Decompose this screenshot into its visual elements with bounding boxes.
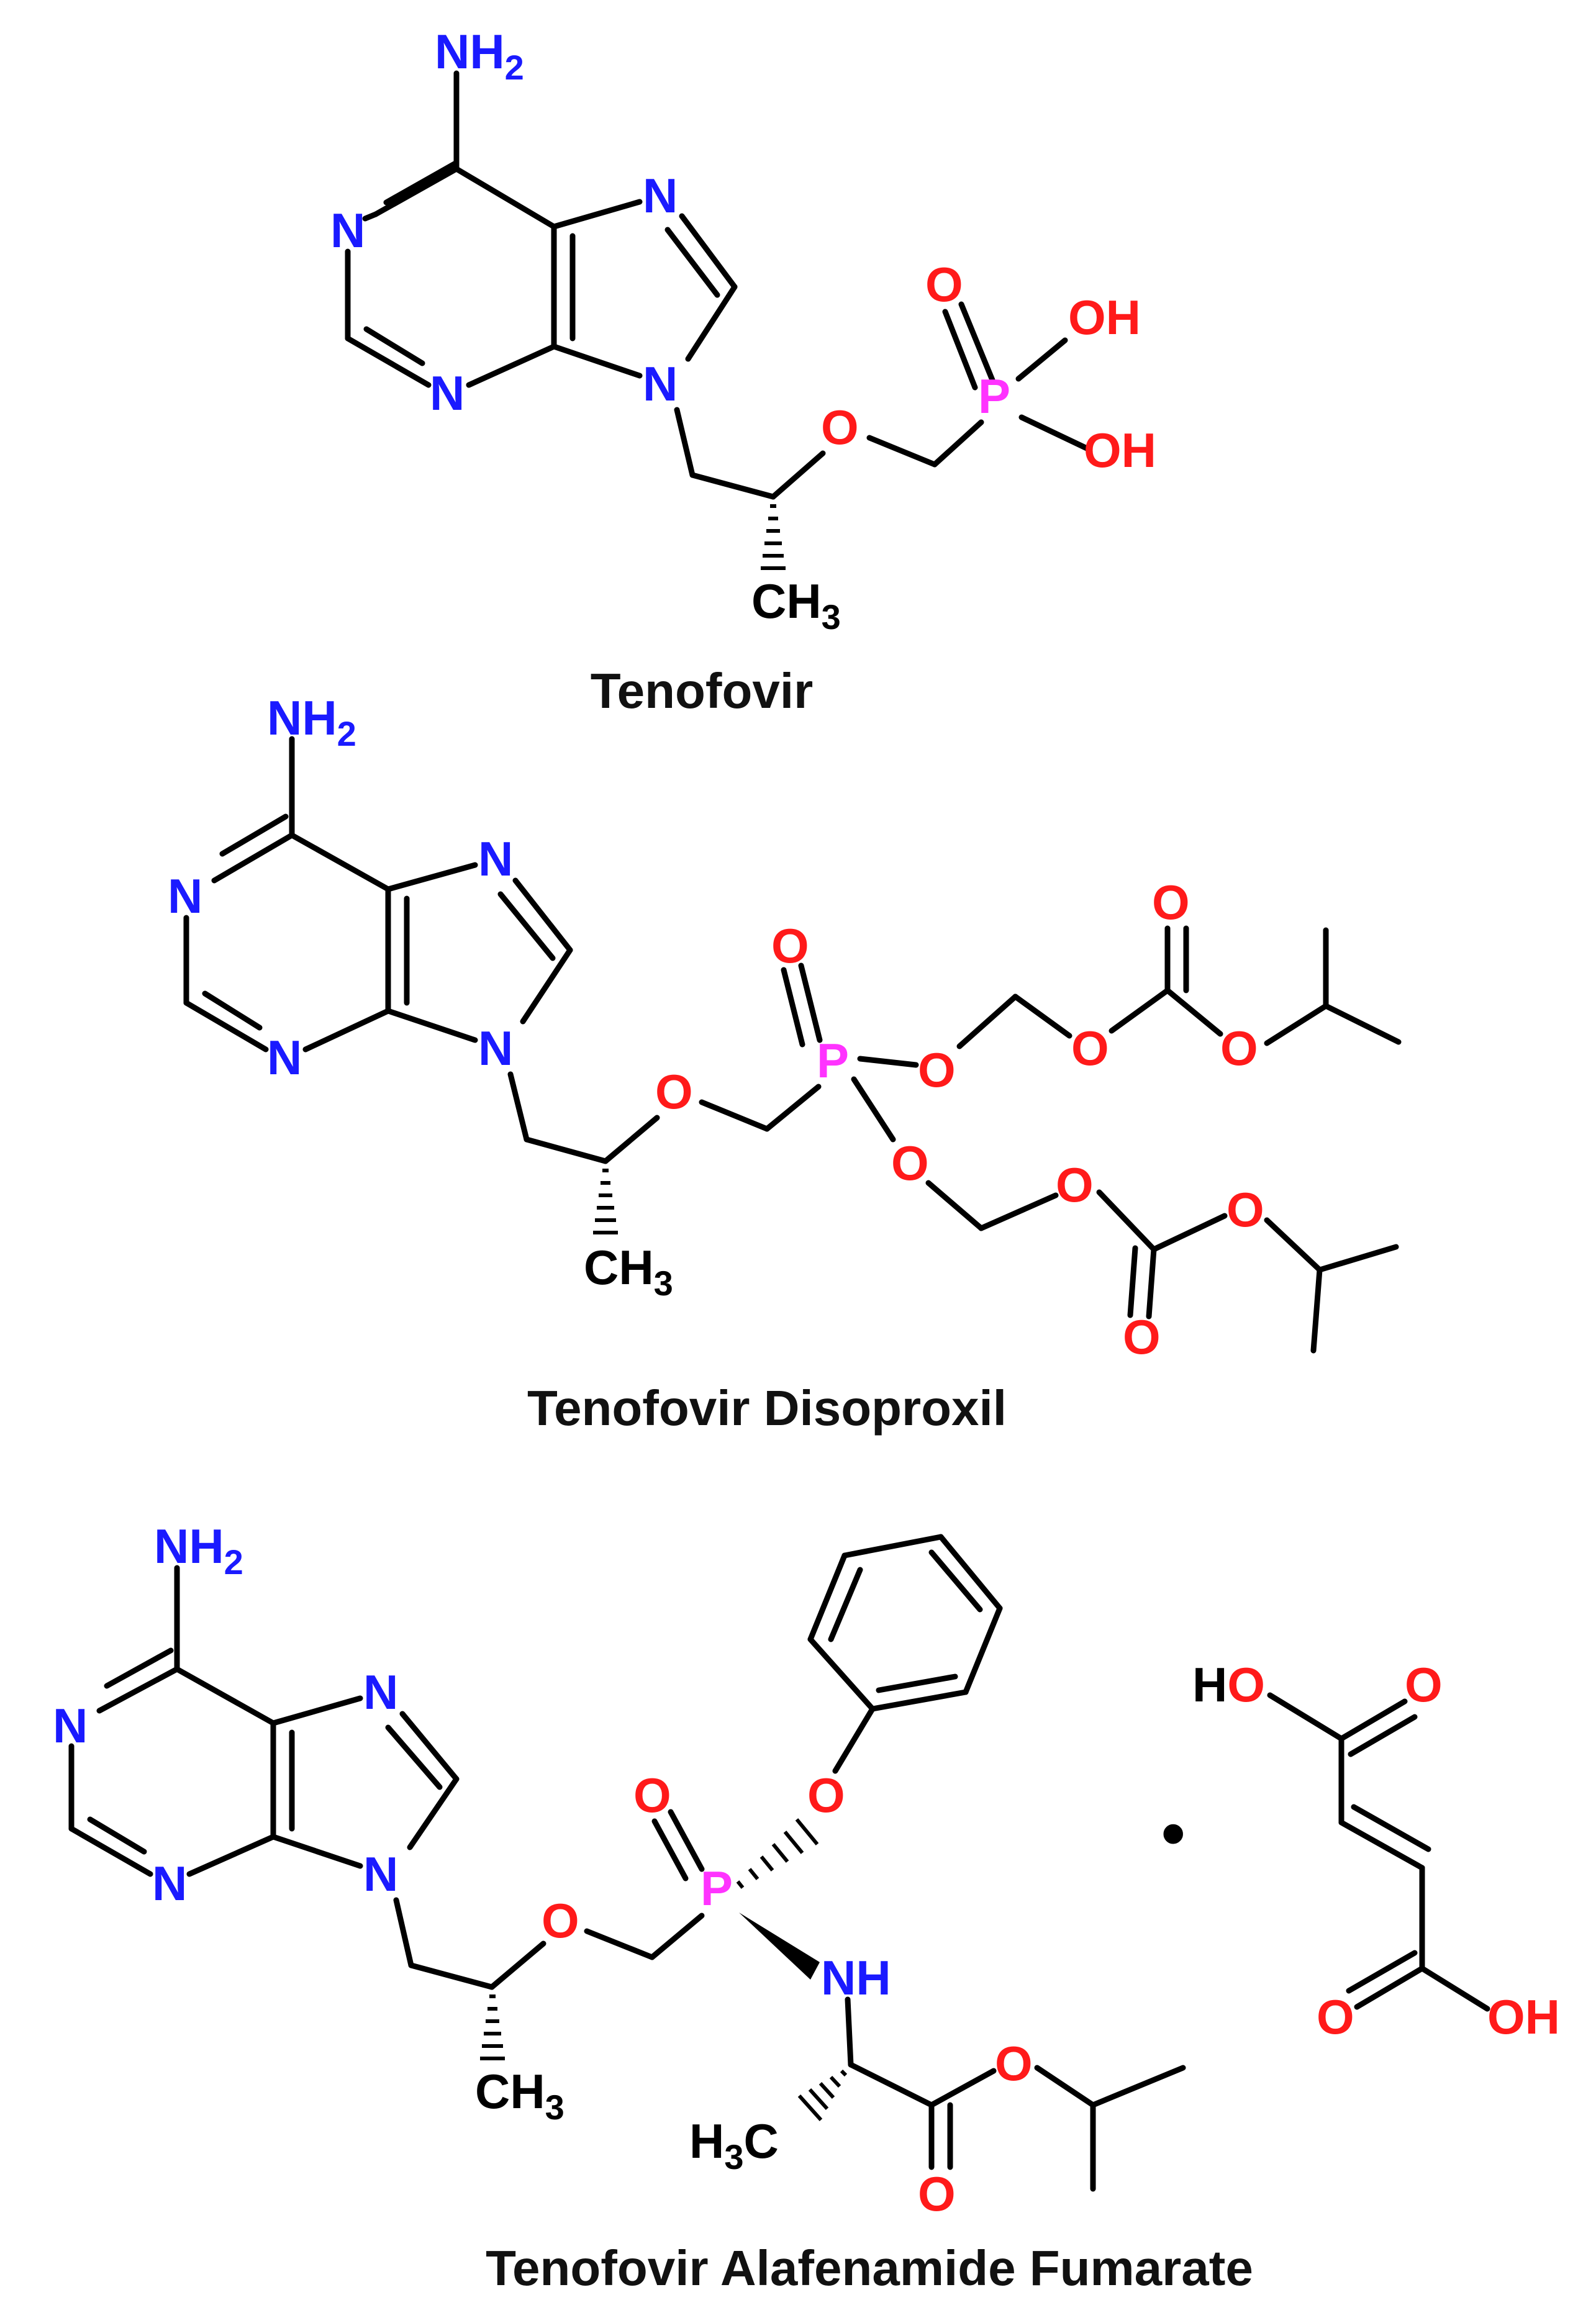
caption-tenofovir-disoproxil: Tenofovir Disoproxil (527, 1380, 1007, 1436)
molecule-tenofovir: NH2 N N N N O P O OH OH CH3 Tenofovir (330, 24, 1156, 718)
label-oh-b: OH (1084, 423, 1156, 478)
label-carb-a-o2: O (1220, 1021, 1258, 1075)
molecule-tenofovir-alafenamide-fumarate: NH2 N N N N O P O O NH O O CH3 H3C • HO … (53, 1519, 1560, 2296)
atom-labels: NH2 N N N N O P O O NH O O CH3 H3C • HO … (53, 1519, 1560, 2221)
label-p: P (817, 1033, 849, 1088)
label-n7: N (643, 168, 678, 223)
label-ch3: CH3 (751, 574, 841, 636)
caption-tenofovir: Tenofovir (591, 663, 814, 718)
label-ch3: CH3 (475, 2064, 564, 2127)
label-n9: N (478, 1021, 513, 1075)
atom-labels: NH2 N N N N O P O O O O O O O O O CH3 (168, 690, 1264, 1364)
label-carb-b-o1: O (1056, 1157, 1094, 1212)
label-po-double: O (925, 257, 963, 312)
label-nh2: NH2 (154, 1519, 243, 1582)
label-fum-oh: OH (1487, 1990, 1560, 2044)
label-n3: N (152, 1856, 187, 1911)
label-fum-co-bottom: O (1317, 1990, 1354, 2044)
label-ether-o: O (542, 1893, 579, 1948)
label-carb-a-o1: O (1071, 1021, 1109, 1075)
label-po-b: O (891, 1136, 929, 1190)
label-n3: N (430, 366, 465, 420)
label-n7: N (478, 831, 513, 886)
bonds (345, 70, 1090, 570)
label-ether-o: O (821, 400, 859, 455)
label-po-double: O (633, 1768, 671, 1822)
solid-wedge (739, 1913, 820, 1980)
label-nh: NH (821, 1950, 891, 2005)
label-ester-co: O (918, 2166, 956, 2221)
hashed-wedge-h3c (797, 2069, 848, 2122)
label-p: P (701, 1861, 733, 1916)
atom-labels: NH2 N N N N O P O OH OH CH3 (330, 24, 1156, 636)
label-carb-b-co: O (1123, 1310, 1161, 1364)
label-ether-o: O (655, 1064, 693, 1119)
label-n7: N (363, 1665, 398, 1719)
hashed-wedge (593, 1169, 618, 1234)
hashed-wedge-phenoxy (736, 1818, 819, 1889)
label-n9: N (643, 356, 678, 411)
label-p: P (978, 369, 1010, 423)
label-phenoxy-o: O (807, 1768, 845, 1822)
label-oh-a: OH (1068, 290, 1141, 345)
label-carb-b-o2: O (1226, 1182, 1264, 1237)
label-n1: N (53, 1698, 88, 1753)
label-nh2: NH2 (435, 24, 524, 87)
label-carb-a-co: O (1152, 875, 1190, 930)
label-nh2: NH2 (267, 690, 356, 753)
hashed-wedge (761, 504, 786, 570)
label-n1: N (168, 869, 202, 923)
salt-dot: • (1161, 1795, 1186, 1872)
label-ester-o: O (995, 2036, 1033, 2091)
caption-tenofovir-alafenamide-fumarate: Tenofovir Alafenamide Fumarate (486, 2240, 1253, 2296)
bonds (68, 1534, 1490, 2192)
label-fum-ho: HO (1192, 1657, 1265, 1712)
label-n3: N (267, 1030, 302, 1085)
hashed-wedge-ch3 (480, 1994, 505, 2060)
label-po-a: O (918, 1043, 956, 1097)
bonds (183, 736, 1402, 1354)
label-n9: N (363, 1847, 398, 1901)
label-po-double: O (771, 918, 809, 973)
label-h3c: H3C (689, 2114, 779, 2176)
label-n1: N (330, 203, 365, 258)
label-fum-co-top: O (1405, 1657, 1443, 1712)
label-ch3: CH3 (584, 1240, 673, 1303)
molecule-tenofovir-disoproxil: NH2 N N N N O P O O O O O O O O O CH3 Te… (168, 690, 1402, 1436)
